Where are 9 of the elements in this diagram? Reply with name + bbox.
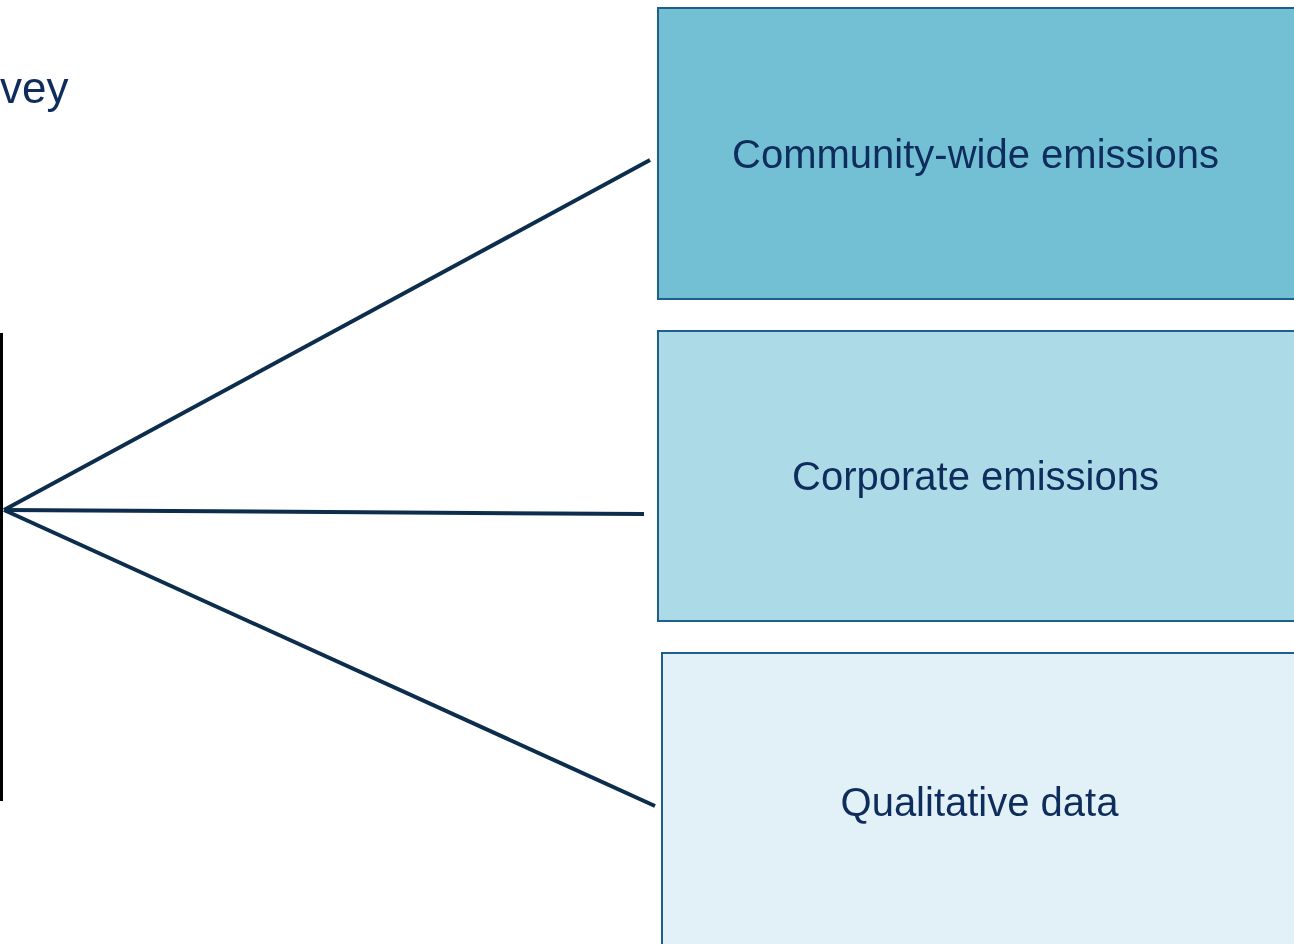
heading-text: vey [0, 62, 69, 114]
box-label: Corporate emissions [792, 453, 1159, 500]
box-label: Qualitative data [840, 779, 1119, 826]
box-label: Community-wide emissions [732, 130, 1219, 178]
connector-line [3, 508, 656, 808]
category-box [657, 7, 1294, 300]
category-box [657, 330, 1294, 622]
category-box [661, 652, 1294, 944]
connector-line [3, 158, 651, 512]
